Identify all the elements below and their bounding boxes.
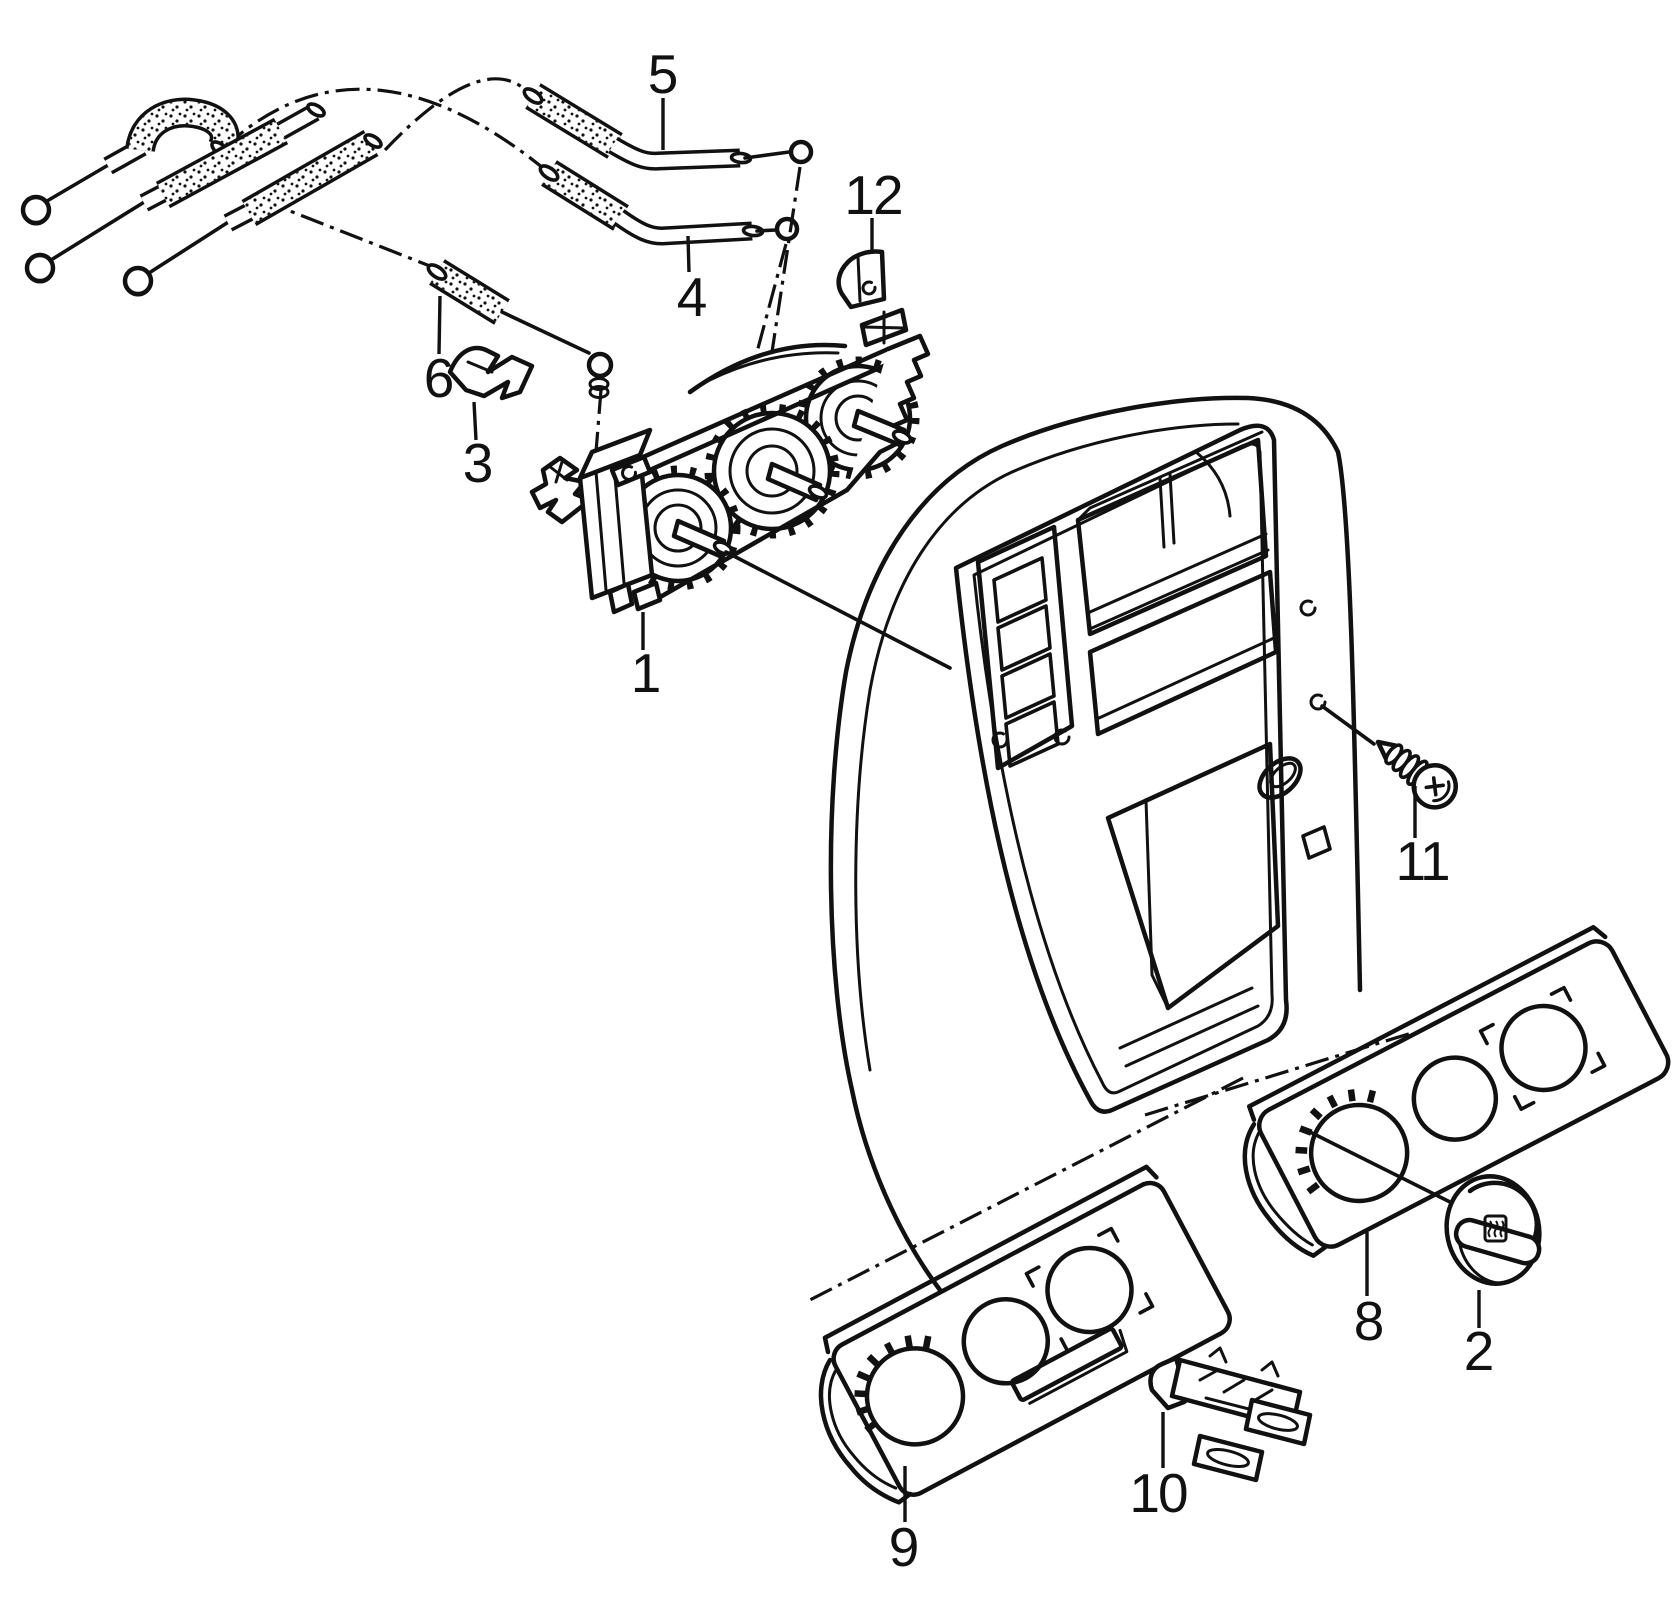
left-flange — [1242, 1121, 1328, 1258]
centre-console — [828, 395, 1363, 1293]
callout-9: 9 — [889, 1516, 918, 1578]
radio-opening — [1087, 569, 1279, 737]
cable-sheath — [430, 262, 509, 322]
part-1-heater-control-unit — [529, 307, 952, 670]
faceplate-body — [1257, 939, 1671, 1249]
phillips-cross-icon — [1424, 776, 1445, 797]
knob-hole-middle — [961, 1297, 1051, 1386]
centerline-panel9 — [805, 1076, 1244, 1304]
dial-shafts — [671, 408, 913, 559]
centerline-cable4 — [223, 87, 550, 174]
screw-hole — [1053, 728, 1071, 746]
screw-hole — [1299, 599, 1317, 617]
lower-opening — [1105, 741, 1281, 1068]
left-bracket — [529, 455, 593, 525]
cable-3 — [122, 129, 383, 297]
left-flange — [818, 1357, 913, 1505]
callout-leader-lines — [437, 98, 1481, 1522]
screw-hole — [1309, 693, 1327, 711]
dashboard-outline — [828, 395, 1363, 1293]
centerline-cable6 — [261, 198, 436, 270]
centerline-eyelet5 — [770, 166, 802, 353]
knob-hole-left — [1308, 1102, 1410, 1204]
corner-brackets — [1478, 985, 1607, 1111]
knob-pointer-line — [1310, 1131, 1452, 1204]
switch-slot — [1010, 1326, 1124, 1403]
callout-2: 2 — [1464, 1320, 1493, 1382]
left-mounting-box — [577, 427, 655, 601]
callout-4: 4 — [677, 266, 706, 328]
centerline-panel8 — [1144, 1030, 1416, 1117]
callout-12: 12 — [844, 164, 901, 226]
callout-10: 10 — [1129, 1462, 1187, 1524]
knob-hole-middle — [1411, 1055, 1499, 1142]
part-9-faceplate — [818, 1164, 1232, 1505]
part-8-faceplate — [1242, 925, 1671, 1258]
screw-pointer-line — [1320, 704, 1376, 746]
callout-5: 5 — [648, 43, 677, 105]
trim-frame — [953, 423, 1289, 1114]
cable-sheath — [542, 163, 628, 228]
cable-2 — [24, 102, 326, 284]
cable-eyelet — [788, 139, 814, 165]
centerline-cable5 — [383, 77, 537, 152]
rear-window-defrost-icon — [1483, 1214, 1508, 1243]
scale-ticks — [1295, 1089, 1377, 1195]
scale-ticks — [854, 1335, 932, 1433]
callout-1: 1 — [631, 642, 660, 704]
callout-6: 6 — [424, 347, 453, 409]
cable-sheath — [243, 133, 377, 223]
switch-button — [1191, 1433, 1265, 1483]
centerline-eyelet6 — [594, 389, 603, 453]
cable-sheath — [527, 86, 621, 156]
part-2-knob — [1444, 1174, 1542, 1286]
part-4-cable — [538, 160, 800, 246]
cable-sheath — [157, 120, 287, 206]
cable-1 — [20, 97, 240, 226]
knob-hole-right — [1499, 1003, 1588, 1093]
callout-8: 8 — [1354, 1290, 1383, 1352]
small-square-hole — [1301, 825, 1332, 860]
part-12-clip — [836, 249, 887, 310]
part-11-screw — [1320, 704, 1458, 810]
upper-opening — [1075, 430, 1270, 637]
cable-bundle — [20, 97, 383, 297]
centerline-eyelet4 — [755, 243, 788, 353]
part-6-cable — [426, 259, 614, 399]
cable-eyelet — [774, 216, 800, 242]
cable-sheath — [128, 101, 237, 154]
part-10-switch — [1148, 1346, 1313, 1483]
mounting-pointer-line — [724, 550, 952, 670]
callout-11: 11 — [1395, 830, 1448, 892]
cable-eyelet — [586, 351, 614, 379]
switch-button — [1243, 1397, 1313, 1447]
part-3-clip — [447, 345, 535, 401]
screw-hole — [991, 731, 1009, 749]
front-bar — [597, 346, 898, 492]
callout-3: 3 — [463, 432, 492, 494]
part-5-cable — [522, 83, 814, 171]
callout-numbers: 1 2 3 4 5 6 8 9 10 11 12 — [424, 43, 1495, 1578]
vent-openings — [975, 524, 1075, 771]
alignment-centerlines — [223, 77, 1416, 1304]
